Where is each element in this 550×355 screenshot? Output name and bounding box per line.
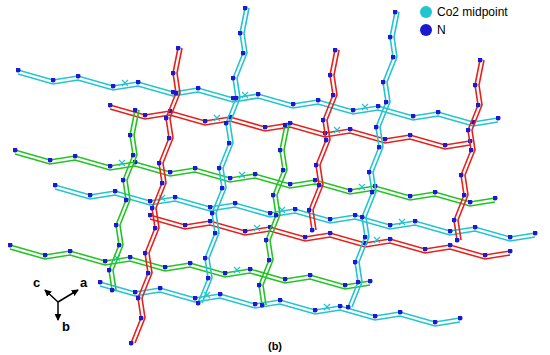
axis-label: b: [62, 320, 70, 334]
legend-text: N: [437, 22, 446, 38]
figure-caption: (b): [268, 340, 282, 352]
legend-swatch: [420, 6, 432, 18]
axis-label: c: [33, 276, 40, 290]
legend-text: Co2 midpoint: [437, 4, 508, 20]
axis-label: a: [80, 276, 87, 290]
legend-swatch: [420, 24, 432, 36]
axis-arrows: [45, 290, 78, 320]
